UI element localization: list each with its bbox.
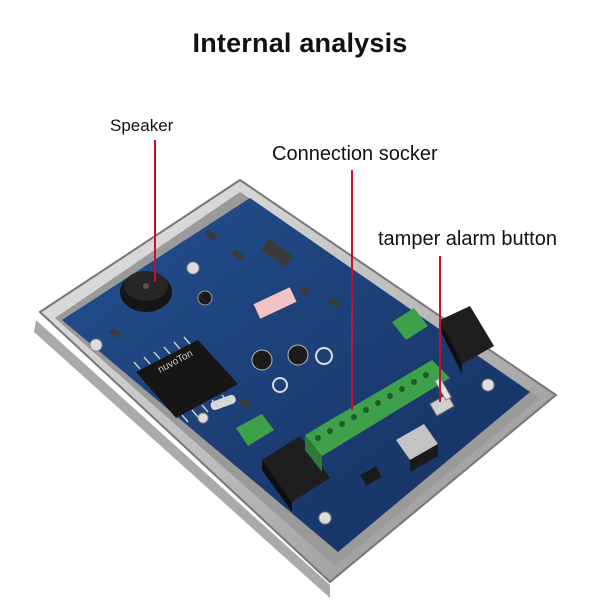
terminal-block-left xyxy=(236,414,274,446)
tamper-button-label: tamper alarm button xyxy=(378,228,557,250)
connection-socket xyxy=(305,360,450,472)
speaker-pointer-line xyxy=(154,140,156,282)
tamper-button xyxy=(429,377,455,417)
connection-socket-label: Connection socker xyxy=(272,143,438,165)
main-chip: nuvoTon xyxy=(133,336,238,423)
relay-right xyxy=(440,306,494,374)
voltage-regulator xyxy=(396,424,438,472)
transistor xyxy=(360,466,382,486)
tamper-pointer-line xyxy=(439,256,441,402)
relay-left xyxy=(262,436,330,512)
page-title: Internal analysis xyxy=(192,28,408,58)
terminal-block-top xyxy=(392,308,428,340)
speaker xyxy=(120,271,172,312)
socket-pointer-line xyxy=(351,170,353,410)
speaker-label: Speaker xyxy=(110,116,174,135)
